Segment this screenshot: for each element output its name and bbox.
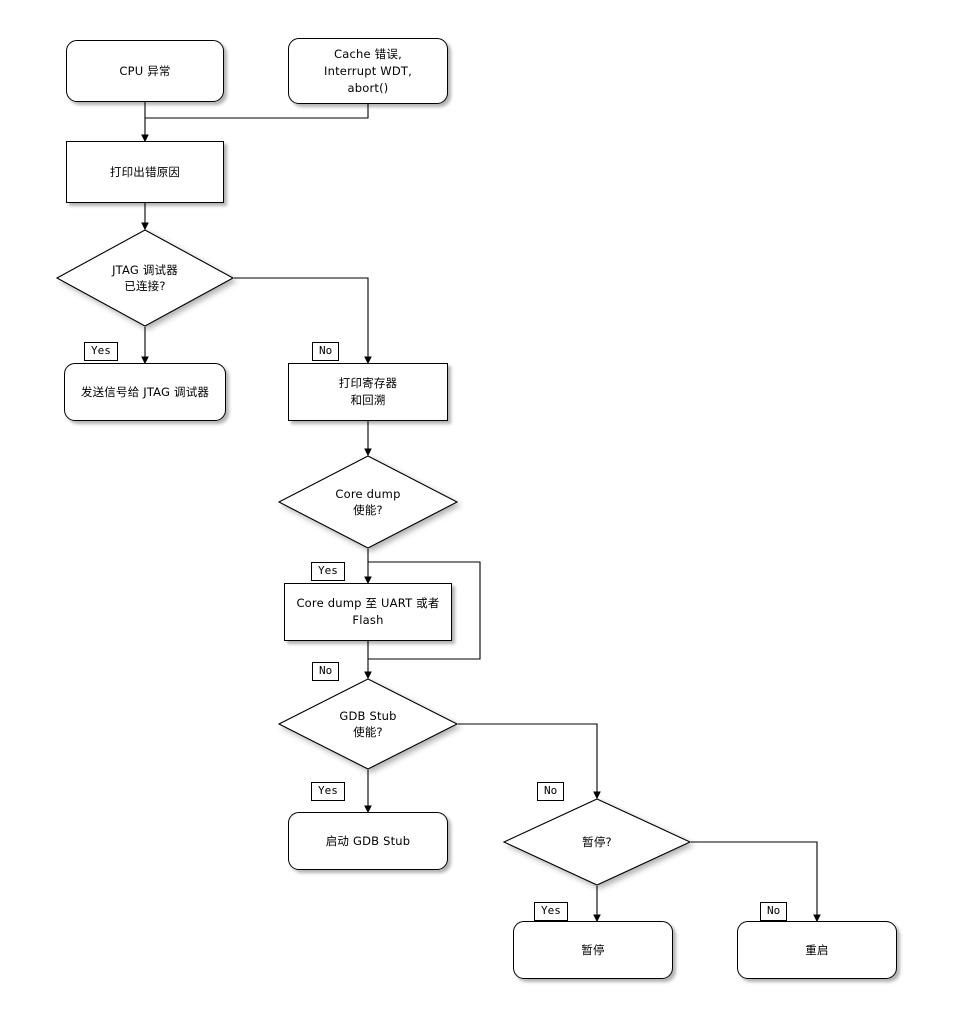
jtag-decision-shape xyxy=(55,229,235,327)
node-start-gdbstub[interactable]: 启动 GDB Stub xyxy=(288,812,448,870)
node-cpu-exception-label: CPU 异常 xyxy=(119,63,171,78)
edge-label-jtag-no: No xyxy=(312,342,340,361)
edge-label-coredump-yes: Yes xyxy=(311,562,345,581)
node-gdbstub-decision[interactable]: GDB Stub 使能? xyxy=(277,678,459,770)
node-cache-error[interactable]: Cache 错误, Interrupt WDT, abort() xyxy=(288,38,448,104)
node-signal-jtag[interactable]: 发送信号给 JTAG 调试器 xyxy=(64,363,226,421)
wire-cache-to-print xyxy=(145,104,369,119)
node-print-registers-label: 打印寄存器 和回溯 xyxy=(338,376,398,407)
wire-jtag-no xyxy=(234,277,372,365)
node-restart-action-label: 重启 xyxy=(805,942,829,957)
pause-decision-shape xyxy=(502,798,692,886)
wire-gdbstub-no xyxy=(458,723,601,800)
wire-coredump-bypass xyxy=(368,561,481,660)
edge-label-jtag-yes: Yes xyxy=(84,342,118,361)
node-pause-action[interactable]: 暂停 xyxy=(513,921,673,979)
node-coredump-write-label: Core dump 至 UART 或者 Flash xyxy=(296,596,440,627)
edge-label-gdbstub-no: No xyxy=(537,782,565,801)
node-signal-jtag-label: 发送信号给 JTAG 调试器 xyxy=(80,384,210,399)
node-pause-decision[interactable]: 暂停? xyxy=(502,798,692,886)
node-cache-error-label: Cache 错误, Interrupt WDT, abort() xyxy=(324,46,412,95)
edge-label-pause-no: No xyxy=(760,902,788,921)
node-jtag-decision[interactable]: JTAG 调试器 已连接? xyxy=(55,229,235,327)
node-print-reason[interactable]: 打印出错原因 xyxy=(66,141,224,203)
node-pause-action-label: 暂停 xyxy=(581,942,605,957)
node-print-reason-label: 打印出错原因 xyxy=(109,164,181,179)
node-print-registers[interactable]: 打印寄存器 和回溯 xyxy=(288,363,448,421)
gdbstub-decision-shape xyxy=(277,678,459,770)
wire-pause-no xyxy=(691,841,821,923)
node-start-gdbstub-label: 启动 GDB Stub xyxy=(325,833,411,848)
edge-label-coredump-no: No xyxy=(312,662,340,681)
node-coredump-decision[interactable]: Core dump 使能? xyxy=(277,455,459,549)
edge-label-gdbstub-yes: Yes xyxy=(311,782,345,801)
node-cpu-exception[interactable]: CPU 异常 xyxy=(66,40,224,102)
edge-label-pause-yes: Yes xyxy=(534,902,568,921)
coredump-decision-shape xyxy=(277,455,459,549)
node-restart-action[interactable]: 重启 xyxy=(737,921,897,979)
node-coredump-write[interactable]: Core dump 至 UART 或者 Flash xyxy=(284,583,452,641)
